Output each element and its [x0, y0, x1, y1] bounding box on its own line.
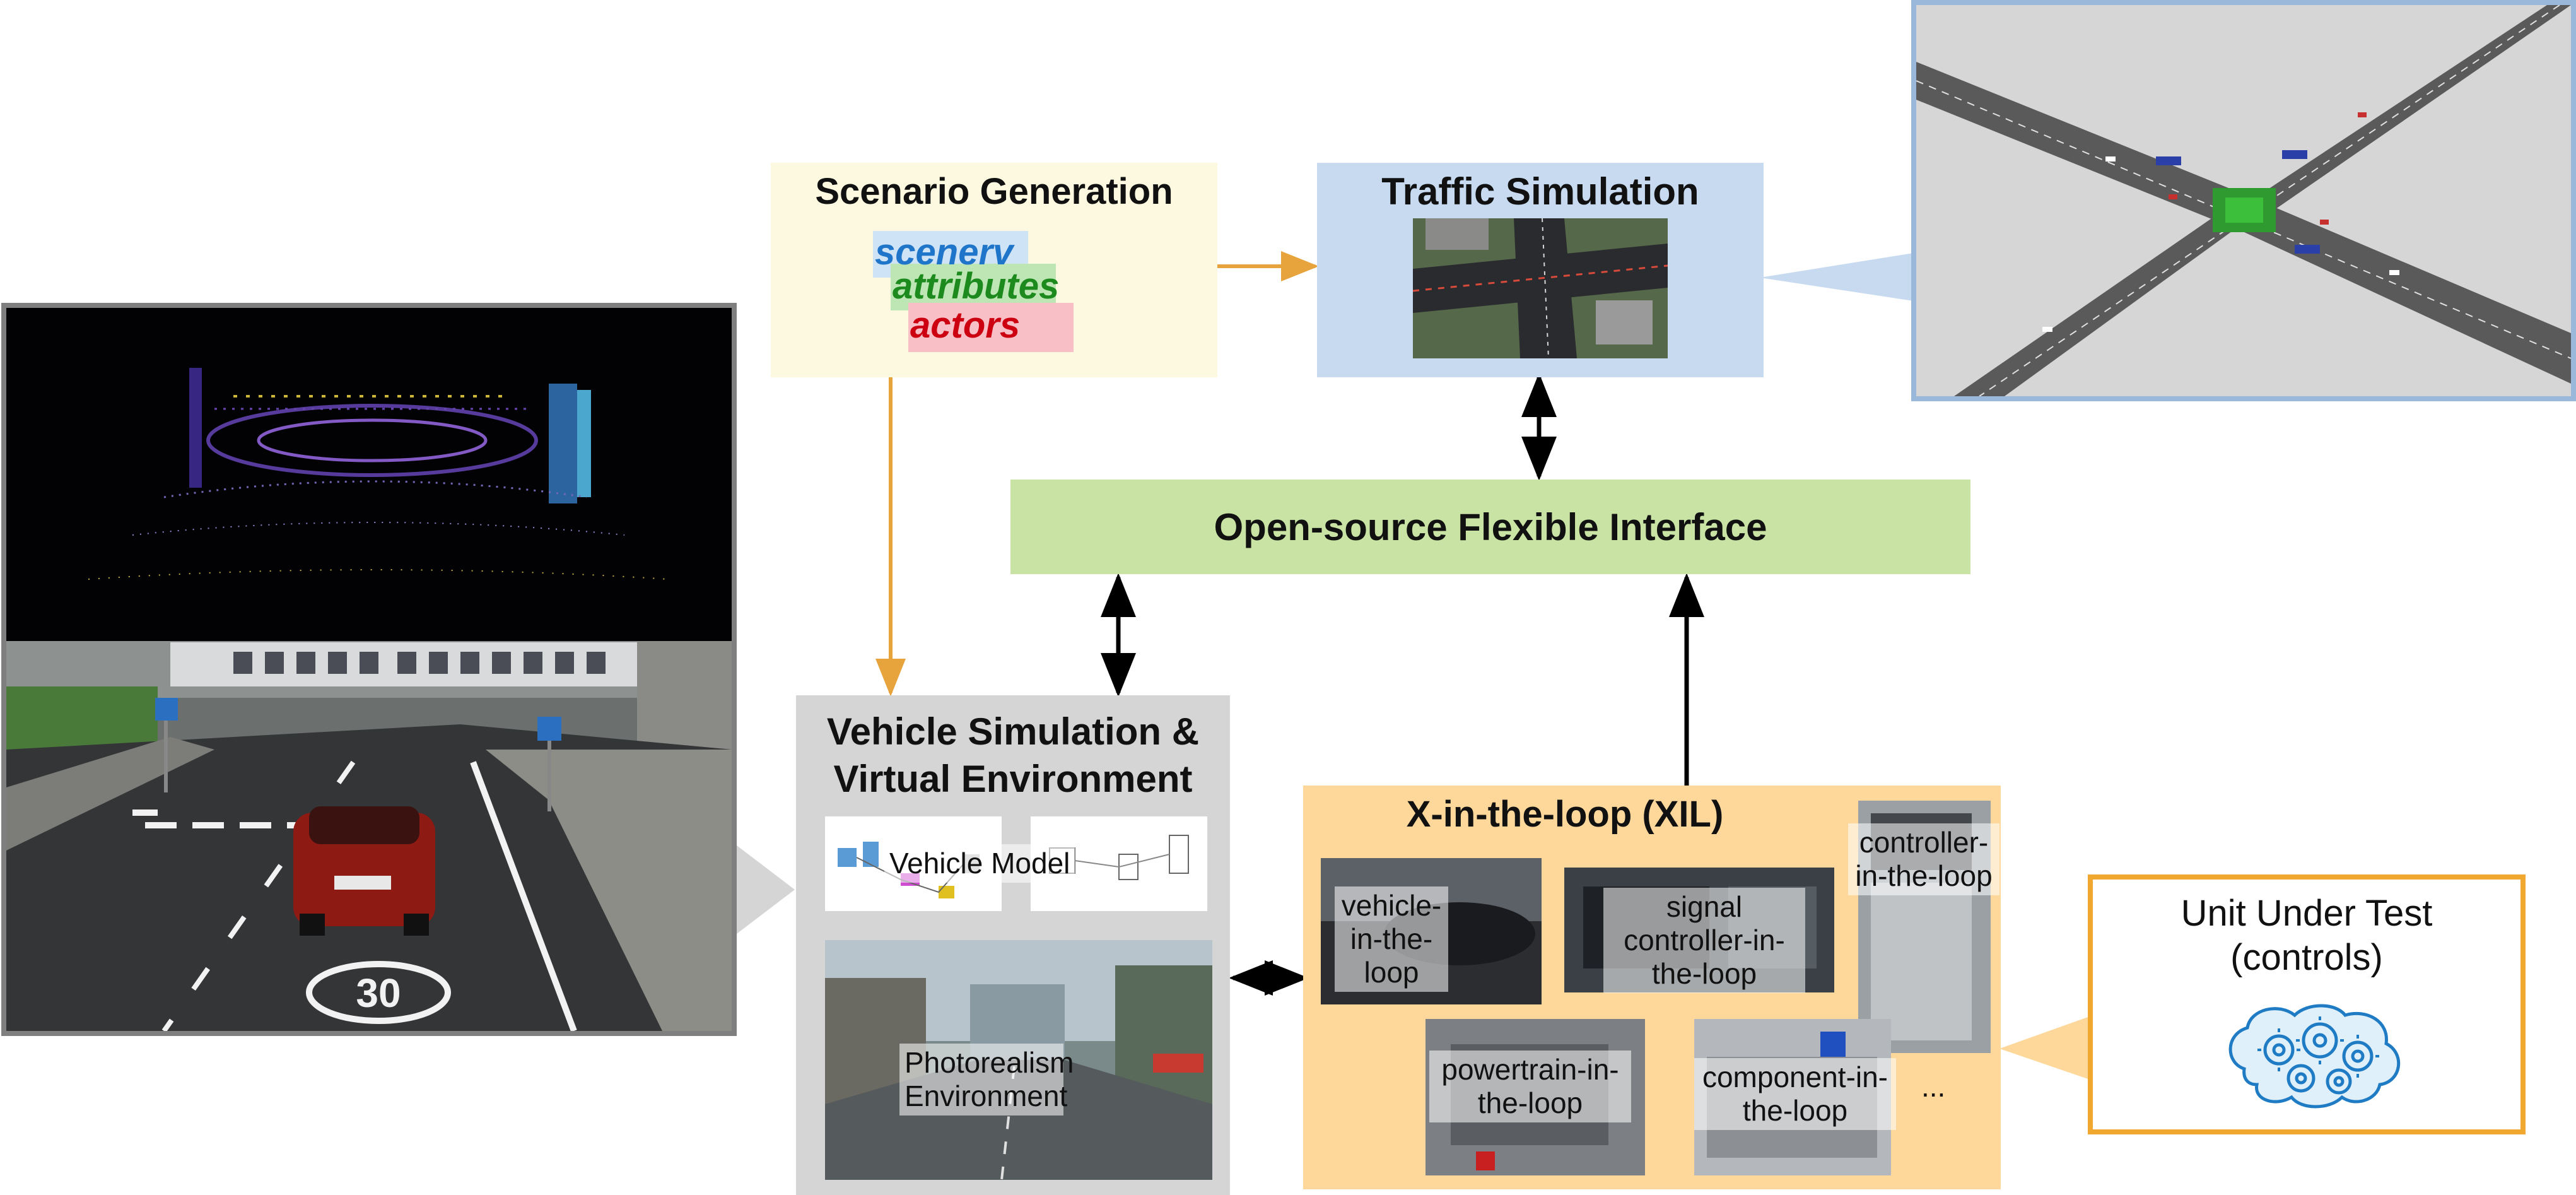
lidar-point-cloud	[88, 368, 669, 580]
powertrain-label: powertrain-in-the-loop	[1429, 1051, 1631, 1122]
xil-box: X-in-the-loop (XIL) vehicle-in-the-loop …	[1303, 786, 2001, 1189]
scenario-tag-attributes: attributes	[893, 266, 1060, 307]
driving-scene-graphic: 30	[6, 308, 732, 1031]
uut-callout-wedge	[1999, 1017, 2088, 1079]
driving-scene-image: 30	[1, 303, 737, 1036]
component-text: component-in-the-loop	[1702, 1061, 1888, 1127]
component-label: component-in-the-loop	[1694, 1058, 1896, 1130]
vehicle-in-the-loop-label: vehicle-in-the-loop	[1335, 886, 1448, 992]
traffic-callout-wedge	[1760, 252, 1917, 302]
traffic-simulation-box: Traffic Simulation	[1317, 163, 1764, 377]
signal-controller-text: signal controller-in-the-loop	[1624, 890, 1785, 990]
ego-vehicle	[293, 806, 435, 936]
scenario-tag-scenery: scenerv	[875, 232, 1014, 273]
unit-under-test-label: Unit Under Test (controls)	[2181, 893, 2433, 978]
controller-in-the-loop-label: controller-in-the-loop	[1848, 823, 1999, 895]
vehicle-model-label: Vehicle Model	[884, 844, 1075, 883]
vehicle-simulation-box: Vehicle Simulation & Virtual Environment…	[796, 695, 1230, 1195]
scenario-tag-actors: actors	[910, 305, 1021, 346]
driving-view-callout-wedge	[737, 845, 795, 934]
intersection-simulation-image	[1911, 0, 2576, 401]
photorealism-environment-label: Photorealism Environment	[899, 1044, 1074, 1116]
scenario-tag-bg-3	[908, 303, 1074, 352]
traffic-sim-thumbnail	[1413, 218, 1668, 358]
vehicle-in-the-loop-text: vehicle-in-the-loop	[1341, 889, 1442, 989]
powertrain-text: powertrain-in-the-loop	[1441, 1053, 1619, 1119]
intersection-roads	[1916, 5, 2571, 396]
scenario-generation-title: Scenario Generation	[815, 170, 1173, 212]
traffic-simulation-title: Traffic Simulation	[1381, 170, 1699, 213]
unit-under-test-box: Unit Under Test (controls)	[2088, 874, 2526, 1134]
controller-in-the-loop-text: controller-in-the-loop	[1855, 826, 1993, 892]
signal-controller-label: signal controller-in-the-loop	[1603, 888, 1805, 993]
scenario-generation-box: Scenario Generation scenerv attributes a…	[771, 163, 1217, 377]
brain-gears-icon	[2219, 999, 2408, 1119]
vehicle-simulation-title: Vehicle Simulation & Virtual Environment	[826, 710, 1200, 800]
more-xil-ellipsis: ...	[1921, 1070, 1946, 1103]
svg-text:30: 30	[356, 970, 401, 1016]
open-source-interface-box: Open-source Flexible Interface	[1010, 480, 1970, 574]
xil-title: X-in-the-loop (XIL)	[1406, 793, 1724, 835]
scenario-tag-bg-2	[891, 264, 1056, 310]
